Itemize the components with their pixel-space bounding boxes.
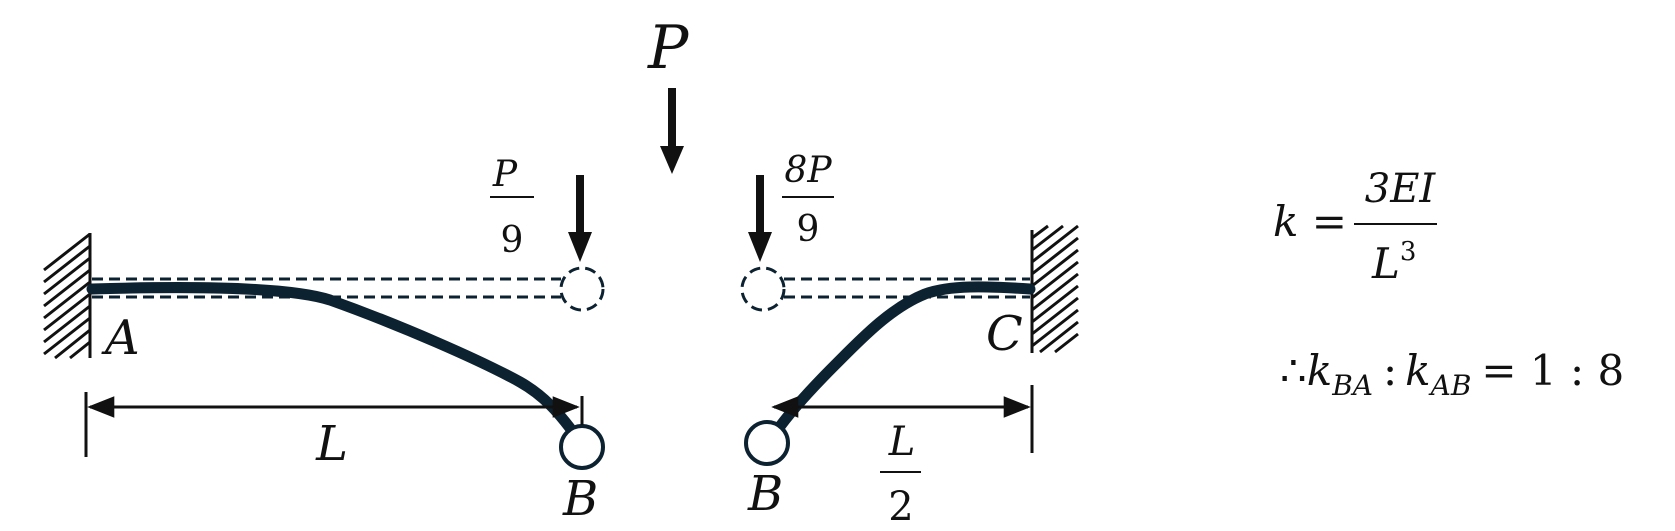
fixed-support-right-icon xyxy=(1030,224,1079,354)
stiffness-equation: k = 3EI L3 xyxy=(1273,166,1437,288)
node-label-B-left: B xyxy=(562,471,598,527)
support-label-A: A xyxy=(101,310,140,366)
load-fraction-left: P 9 xyxy=(490,154,534,261)
load-arrow-main-icon xyxy=(660,88,684,174)
load-fraction-right-den: 9 xyxy=(797,209,820,250)
dimension-left: L xyxy=(84,392,584,472)
dimension-label-L: L xyxy=(315,416,348,472)
support-label-C: C xyxy=(986,306,1023,362)
load-arrow-right-icon xyxy=(748,175,772,262)
stiffness-denominator: L3 xyxy=(1371,237,1416,288)
fixed-support-left-icon xyxy=(43,232,92,360)
hinge-node-left-icon xyxy=(559,424,605,470)
ratio-equation: ∴kBA:kAB= 1 : 8 xyxy=(1280,346,1624,402)
load-arrow-left-icon xyxy=(568,175,592,262)
deflected-beam-left xyxy=(86,282,576,434)
dimension-label-L-over-2-den: 2 xyxy=(888,484,913,530)
load-label-P: P xyxy=(647,13,690,83)
load-fraction-right: 8P 9 xyxy=(782,150,834,250)
load-fraction-left-den: 9 xyxy=(501,220,524,261)
stiffness-lhs: k = xyxy=(1273,197,1347,246)
dimension-label-L-over-2-num: L xyxy=(888,419,916,465)
dimension-right: L 2 xyxy=(771,385,1034,530)
load-fraction-left-num: P xyxy=(492,154,518,195)
hinge-node-right-icon xyxy=(744,420,790,466)
undeformed-beam-left xyxy=(92,266,605,312)
node-label-B-right: B xyxy=(747,466,783,522)
stiffness-numerator: 3EI xyxy=(1365,166,1437,212)
load-fraction-right-num: 8P xyxy=(784,150,832,191)
ratio-expression: ∴kBA:kAB= 1 : 8 xyxy=(1280,346,1624,402)
